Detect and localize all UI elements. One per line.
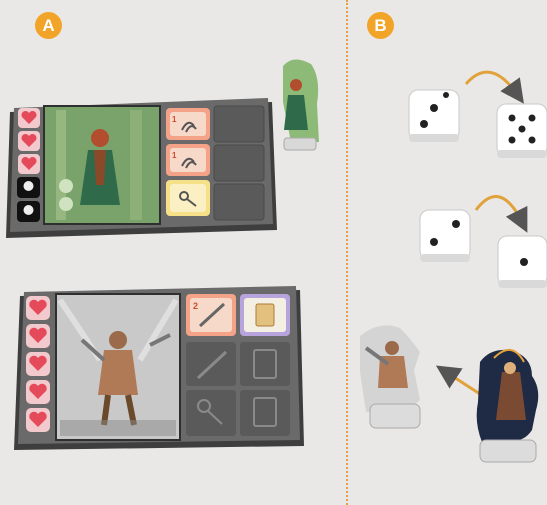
- card-slot-1-top: 1: [166, 108, 210, 140]
- die-two: [420, 210, 470, 260]
- dice-pair-2: [420, 197, 547, 288]
- arrow-icon: [466, 72, 517, 94]
- skull-icon: [24, 205, 34, 215]
- card-slot-1-bottom: 2: [186, 294, 236, 336]
- player-board-top: 1 1: [6, 98, 277, 238]
- skull-icon: [24, 181, 34, 191]
- character-portrait-top: [44, 106, 160, 224]
- empty-slots-top: [214, 106, 264, 220]
- dice-pair-1: [409, 72, 547, 158]
- barbarian-standee: [360, 325, 420, 428]
- svg-text:1: 1: [172, 115, 177, 124]
- scroll-icon: [256, 304, 274, 326]
- character-portrait-bottom: [56, 294, 180, 440]
- card-slot-2-top: 1: [166, 144, 210, 176]
- heart-track-top: [17, 108, 40, 222]
- character-standee-top: [283, 59, 319, 150]
- arrow-icon: [476, 197, 522, 222]
- card-slot-3-top: [166, 180, 210, 216]
- die-three: [409, 90, 459, 140]
- player-board-bottom: 2: [14, 286, 304, 450]
- card-slot-2-bottom: [240, 294, 290, 336]
- svg-text:2: 2: [193, 301, 198, 311]
- svg-text:1: 1: [172, 151, 177, 160]
- heart-track-bottom: [26, 296, 50, 432]
- move-arrow-icon: [446, 372, 480, 394]
- mage-standee: [477, 350, 539, 462]
